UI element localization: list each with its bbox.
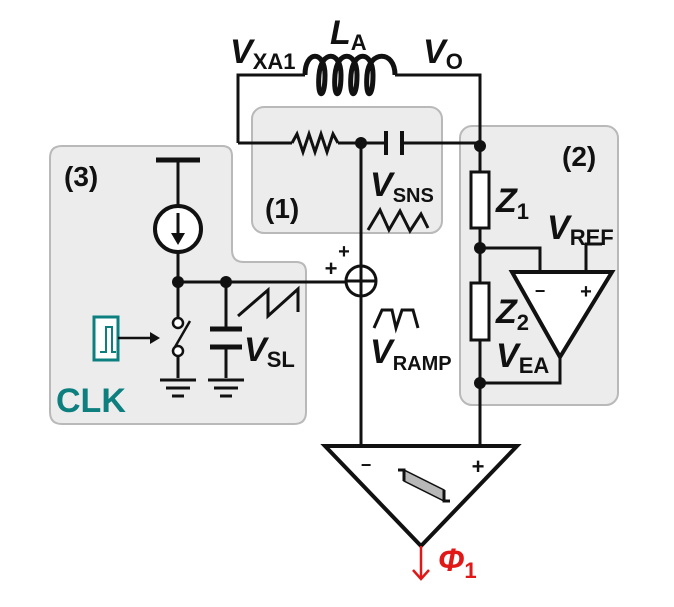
impedance-z1	[469, 170, 491, 230]
clk-arrow-icon	[118, 332, 160, 344]
comparator-minus-sign: −	[361, 455, 372, 475]
clk-label: CLK	[56, 382, 126, 420]
sense-capacitor	[384, 131, 404, 155]
comparator	[320, 444, 522, 549]
hysteresis-icon	[398, 468, 450, 503]
ground-icon	[160, 378, 196, 398]
block-3-label: (3)	[64, 161, 98, 192]
vref-label: VREF	[547, 209, 614, 250]
ground-icon	[208, 378, 244, 398]
inductor	[302, 53, 398, 97]
phi1-label: Φ1	[438, 542, 477, 583]
impedance-z2	[469, 281, 491, 342]
error-amplifier	[508, 270, 616, 361]
vsns-waveform	[366, 206, 430, 235]
vo-label: VO	[423, 33, 463, 74]
la-label: LA	[330, 14, 367, 55]
block-2-label: (2)	[562, 141, 596, 172]
junction-dots	[172, 137, 486, 389]
comparator-plus-sign: +	[472, 454, 485, 479]
vsns-label: VSNS	[370, 166, 434, 207]
vsl-label: VSL	[244, 331, 295, 372]
summer-plus-top: +	[338, 241, 350, 263]
sense-resistor	[290, 129, 340, 157]
block-1-label: (1)	[265, 193, 299, 224]
output-arrow	[412, 546, 430, 581]
error-amp-plus-sign: +	[580, 281, 592, 303]
vsl-waveform	[237, 285, 300, 320]
vramp-label: VRAMP	[370, 333, 452, 375]
vxa1-label: VXA1	[230, 33, 295, 74]
current-arrow-icon	[171, 213, 185, 245]
vea-label: VEA	[496, 337, 549, 378]
summing-junction	[344, 264, 378, 298]
reset-switch	[171, 316, 192, 358]
clk-pulse-icon	[100, 326, 116, 353]
summer-plus-left: +	[325, 256, 338, 281]
vramp-waveform	[372, 308, 420, 334]
error-amp-minus-sign: −	[535, 281, 546, 301]
slope-capacitor	[210, 326, 242, 350]
z1-label: Z1	[495, 182, 529, 224]
z2-label: Z2	[495, 293, 529, 335]
